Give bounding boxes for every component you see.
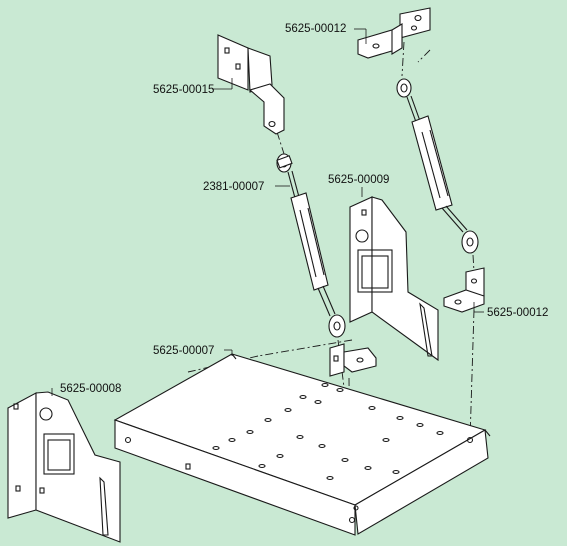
label-turnbuckle: 2381-00007 bbox=[203, 181, 264, 193]
label-bracket-lower-right: 5625-00012 bbox=[487, 307, 548, 319]
label-tray: 5625-00007 bbox=[153, 345, 214, 357]
part-labels: 5625-00015 5625-00012 2381-00007 5625-00… bbox=[60, 23, 548, 395]
side-panel-left bbox=[7, 391, 121, 543]
label-bracket-top-right: 5625-00012 bbox=[285, 23, 346, 35]
tray-plate bbox=[113, 353, 491, 536]
turnbuckle-right bbox=[396, 78, 479, 254]
tray-holes bbox=[124, 382, 474, 524]
bracket-center bbox=[329, 343, 377, 377]
bracket-top-left bbox=[217, 34, 285, 135]
side-panel-right bbox=[349, 196, 439, 362]
leader-lines bbox=[51, 28, 484, 396]
turnbuckle-left bbox=[276, 153, 346, 338]
label-side-panel-right: 5625-00009 bbox=[328, 174, 389, 186]
label-bracket-top-left: 5625-00015 bbox=[153, 84, 214, 96]
bracket-lower-right bbox=[443, 267, 485, 313]
label-side-panel-left: 5625-00008 bbox=[60, 383, 121, 395]
bracket-top-right bbox=[357, 7, 431, 59]
